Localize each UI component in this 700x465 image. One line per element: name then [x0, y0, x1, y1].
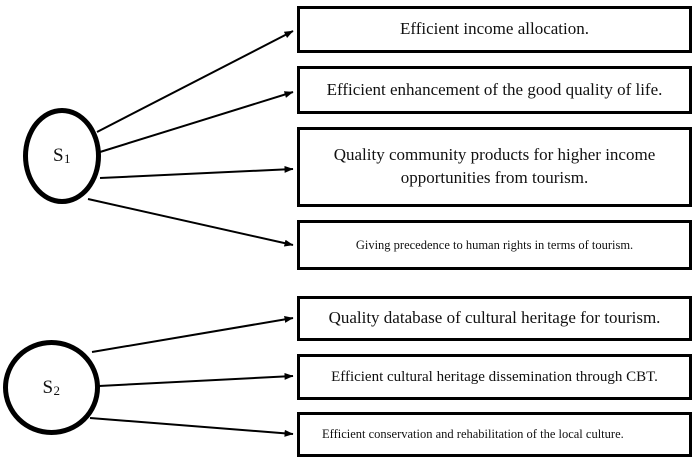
outcome-box-2[interactable]: Efficient enhancement of the good qualit… [297, 66, 692, 114]
arrow-S1-to-o2 [99, 91, 294, 153]
arrow-S2-to-o7 [89, 417, 294, 437]
outcome-text-2: Efficient enhancement of the good qualit… [326, 79, 663, 99]
node-s1[interactable]: S1 [23, 108, 101, 204]
node-s1-label: S1 [52, 145, 72, 166]
outcome-text-3: Quality community products for higher in… [333, 145, 656, 187]
arrow-S2-to-o5 [91, 315, 294, 353]
arrow-S1-to-o3 [99, 165, 294, 179]
outcome-text-6: Efficient cultural heritage disseminatio… [331, 368, 658, 385]
outcome-text-7: Efficient conservation and rehabilitatio… [322, 427, 624, 442]
outcome-box-7[interactable]: Efficient conservation and rehabilitatio… [297, 412, 692, 457]
outcome-box-1[interactable]: Efficient income allocation. [297, 6, 692, 53]
outcome-text-5: Quality database of cultural heritage fo… [328, 308, 661, 328]
outcome-box-3[interactable]: Quality community products for higher in… [297, 127, 692, 207]
connector-arrows [87, 30, 294, 437]
arrow-S1-to-o4 [87, 198, 294, 247]
node-s2-label: S2 [42, 376, 61, 398]
arrow-S1-to-o1 [96, 30, 294, 133]
arrow-S2-to-o6 [98, 372, 294, 387]
outcome-box-5[interactable]: Quality database of cultural heritage fo… [297, 296, 692, 341]
node-s2[interactable]: S2 [3, 340, 100, 435]
outcome-box-4[interactable]: Giving precedence to human rights in ter… [297, 220, 692, 270]
outcome-text-4: Giving precedence to human rights in ter… [355, 237, 634, 252]
outcome-text-1: Efficient income allocation. [400, 19, 589, 39]
outcome-box-6[interactable]: Efficient cultural heritage disseminatio… [297, 354, 692, 400]
